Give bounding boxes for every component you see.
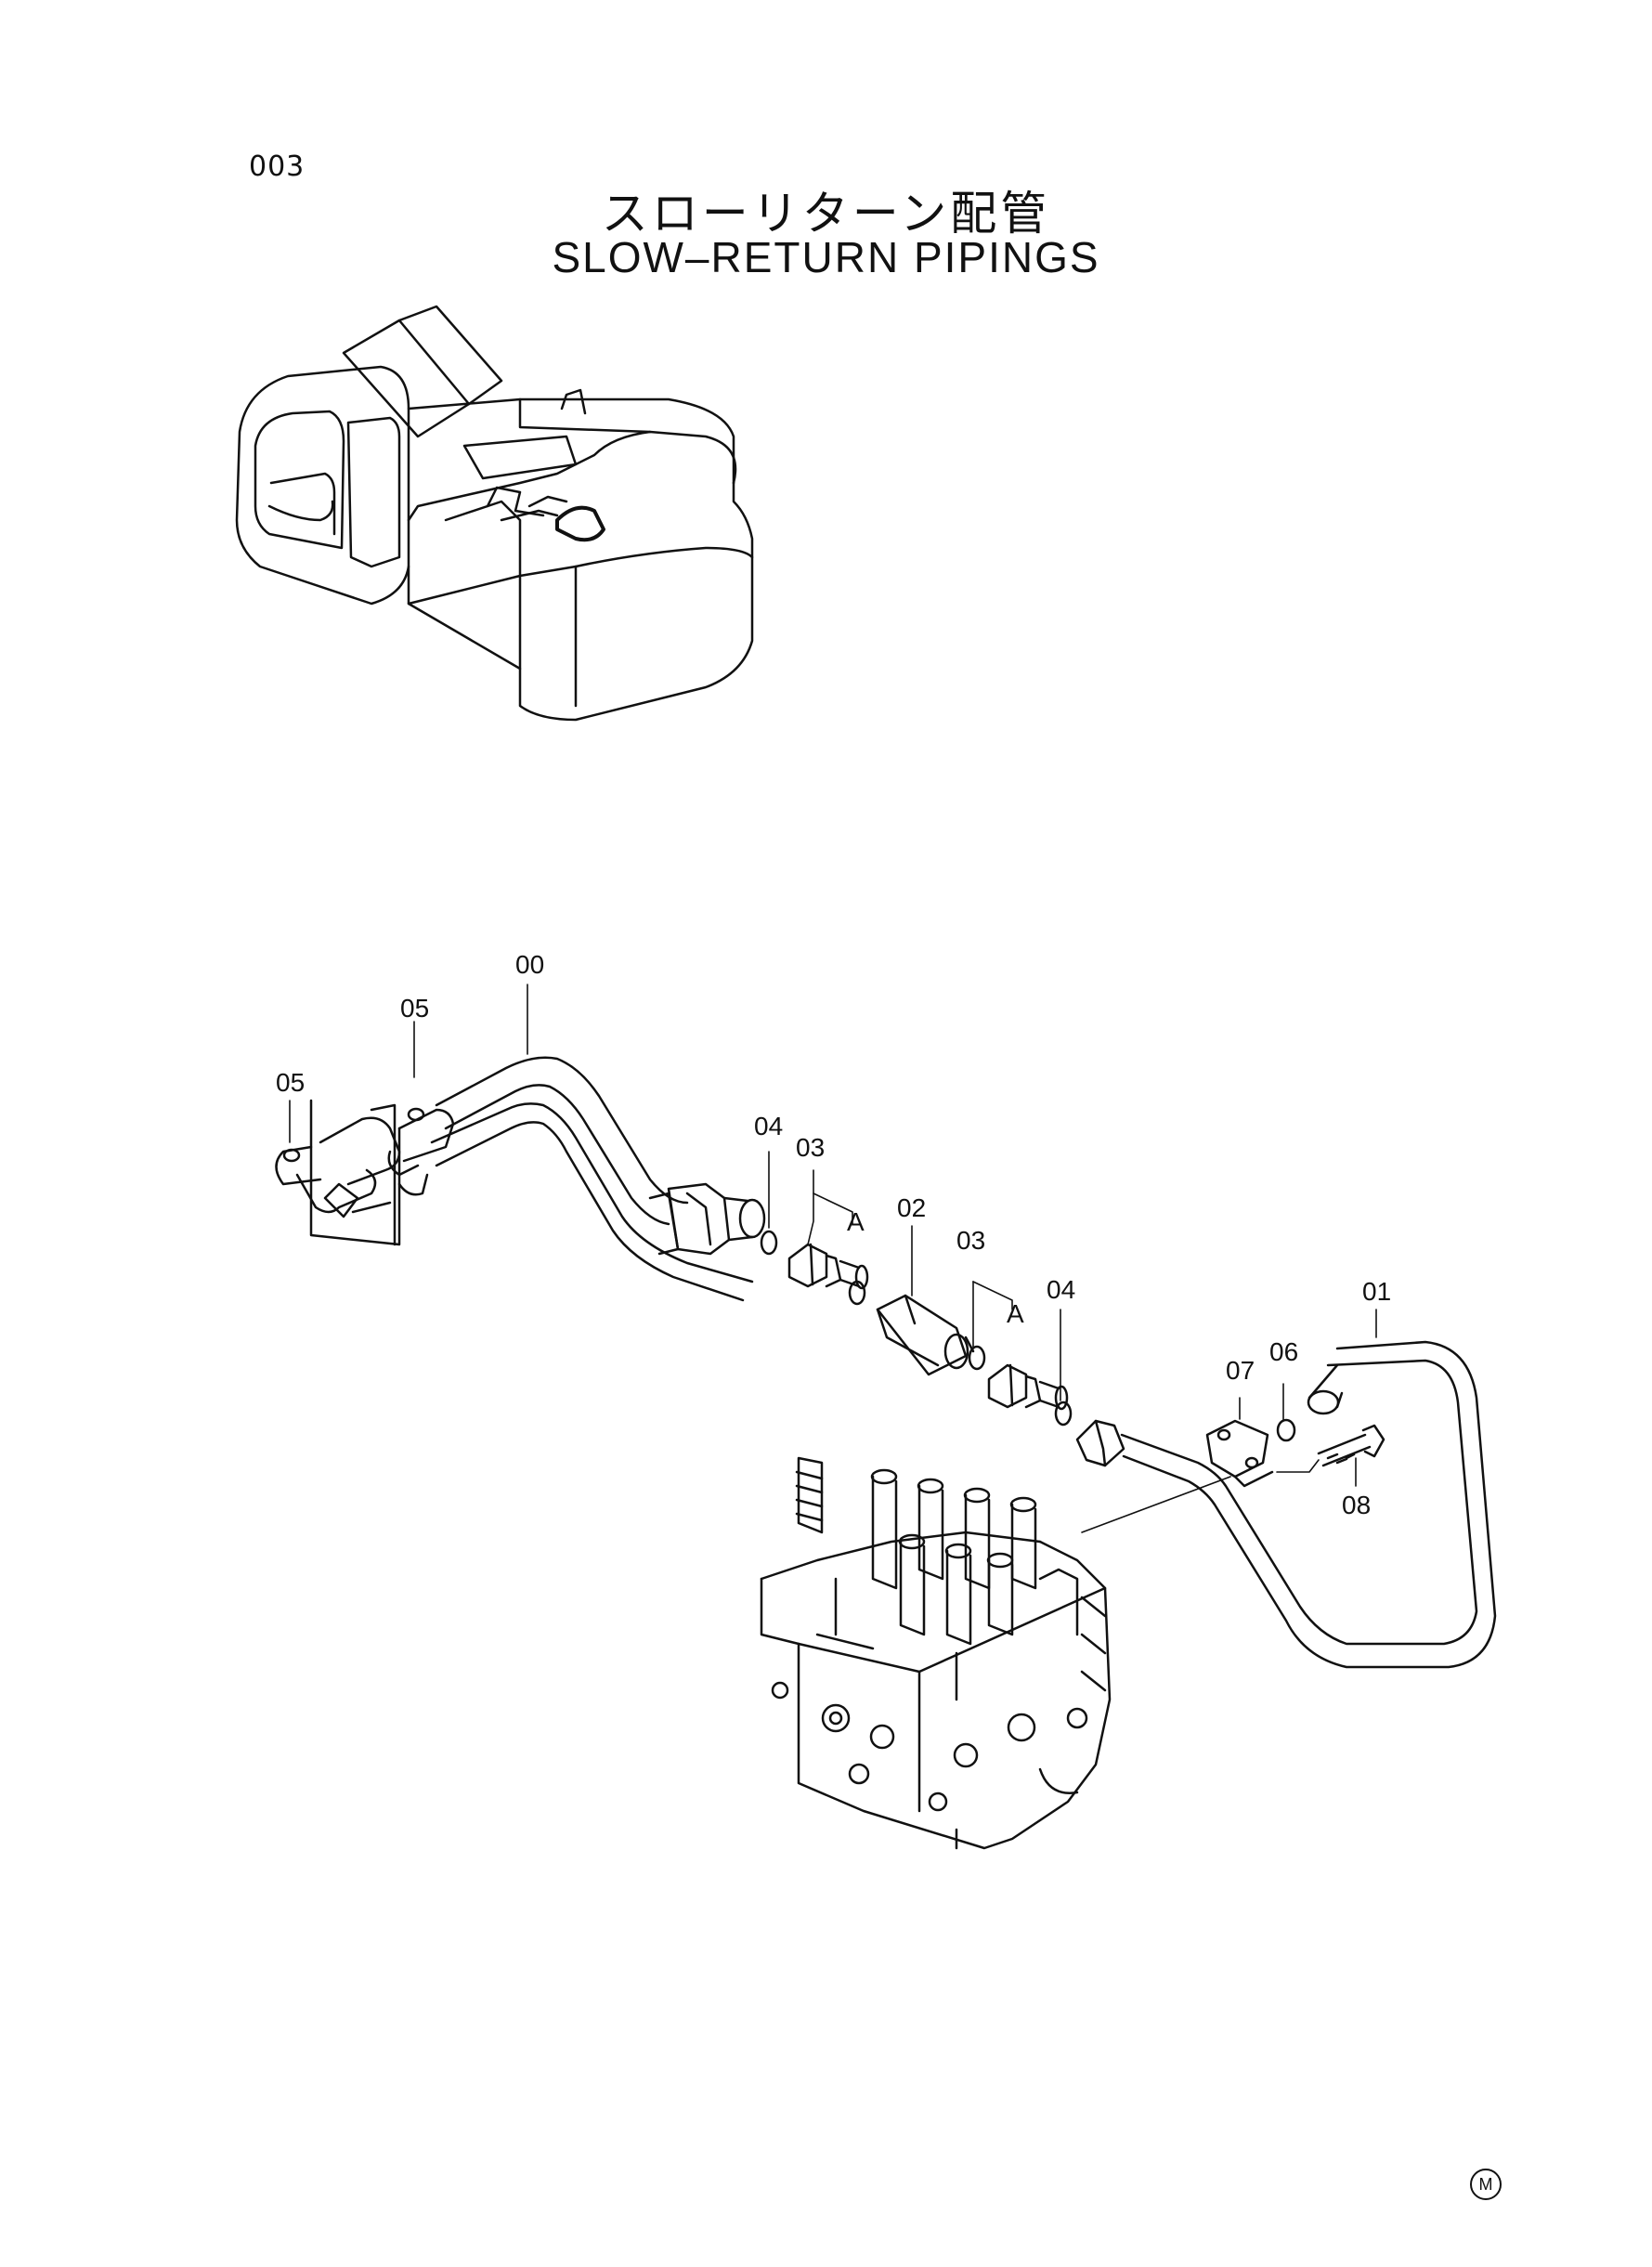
corner-mark: M xyxy=(1470,2169,1502,2200)
callout-01: 01 xyxy=(1362,1277,1391,1306)
control-valve-block xyxy=(760,1456,1112,1850)
callout-05-left: 05 xyxy=(276,1068,305,1097)
page-number: 003 xyxy=(249,150,306,183)
callout-02: 02 xyxy=(897,1193,926,1222)
callout-07: 07 xyxy=(1226,1356,1255,1385)
leader-lines xyxy=(289,984,1377,1533)
pipe-00 xyxy=(430,1056,766,1302)
callout-03-left: 03 xyxy=(796,1133,825,1162)
fitting-03-right xyxy=(987,1363,1069,1411)
excavator-overview-illustration xyxy=(235,305,754,722)
o-ring-left-a xyxy=(848,1280,866,1306)
bolt-08 xyxy=(1317,1424,1385,1467)
callout-04-right: 04 xyxy=(1047,1275,1075,1304)
o-ring-06 xyxy=(1276,1418,1296,1442)
callout-00: 00 xyxy=(515,950,544,979)
o-ring-04-left xyxy=(760,1230,778,1256)
callout-04-left: 04 xyxy=(754,1112,783,1140)
page-title-english: SLOW–RETURN PIPINGS xyxy=(552,233,1100,281)
left-valve-bracket-assembly xyxy=(275,1099,455,1246)
o-ring-04-right xyxy=(1054,1401,1073,1427)
page-title-japanese: スローリターン配管 xyxy=(601,187,1051,241)
callout-06: 06 xyxy=(1269,1337,1298,1366)
callout-05-top: 05 xyxy=(400,994,429,1023)
callout-a-right: A xyxy=(1007,1299,1024,1328)
callout-a-left: A xyxy=(847,1207,865,1236)
o-ring-right-a xyxy=(968,1345,986,1371)
callout-03-right: 03 xyxy=(956,1226,985,1255)
split-flange-07 xyxy=(1205,1419,1274,1488)
pipe-01 xyxy=(1075,1340,1497,1669)
check-valve-02 xyxy=(876,1294,975,1376)
callout-08: 08 xyxy=(1342,1491,1371,1519)
callout-labels: 00 05 05 04 03 A 02 03 A 04 01 07 06 08 xyxy=(276,950,1391,1519)
